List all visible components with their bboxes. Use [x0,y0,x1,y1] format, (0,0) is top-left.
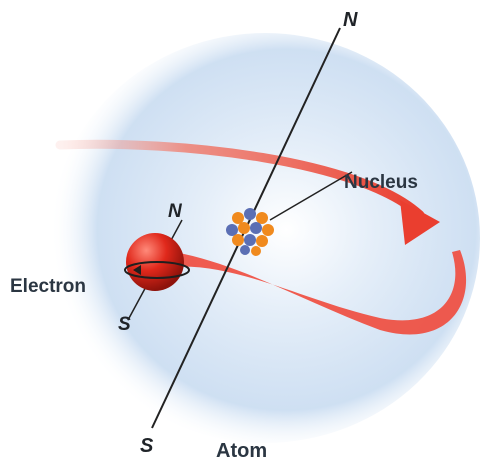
orbit-path [55,139,425,220]
atom-label: Atom [216,440,267,462]
electron-axis-north-label: N [168,201,183,222]
orbit-return-ribbon [160,250,467,335]
atom-axis-north-label: N [343,9,358,31]
electron-axis-south-label: S [118,314,131,335]
atom-axis-south-label: S [140,435,154,457]
nucleus-leader-line [269,171,353,221]
nucleus-icon [226,208,274,256]
spin-arrow-icon [133,265,141,275]
nucleus-label: Nucleus [344,172,418,193]
orbit-arrowhead [400,200,440,245]
electron-label: Electron [10,276,86,297]
electron-spin-icon [124,261,190,279]
